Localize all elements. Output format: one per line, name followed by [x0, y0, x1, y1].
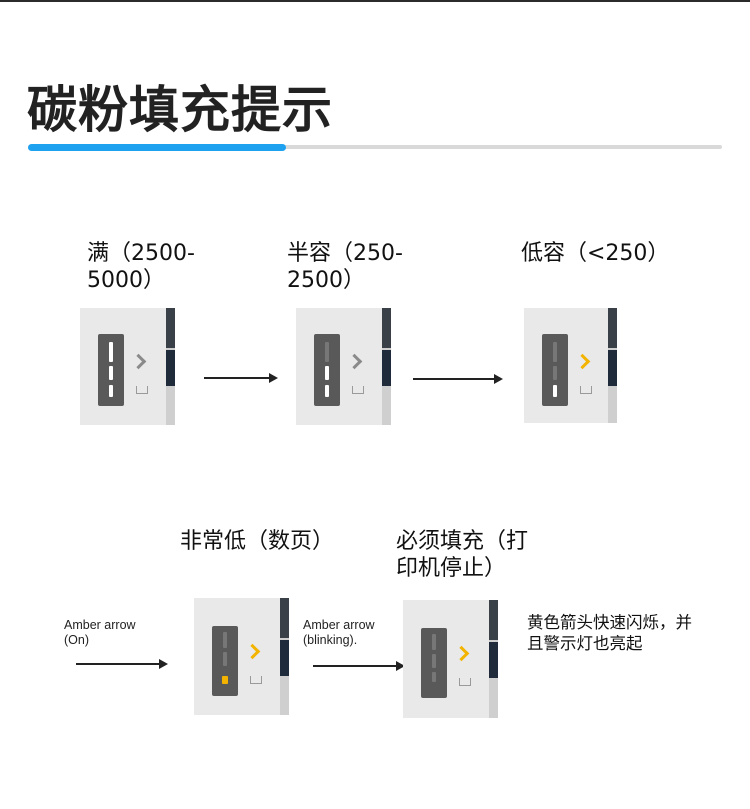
state-label-low: 低容（<250）: [521, 241, 670, 266]
printer-panel-must-refill: [403, 600, 498, 718]
tray-icon: [580, 386, 592, 394]
printer-panel-low: [524, 308, 617, 423]
title-underline-accent: [28, 144, 286, 151]
state-label-must-refill: 必须填充（打印机停止）: [396, 529, 529, 581]
tray-icon: [250, 676, 262, 684]
toner-gauge: [542, 334, 568, 406]
chevron-right-icon: [346, 353, 363, 370]
note-description: 黄色箭头快速闪烁，并且警示灯也亮起: [527, 613, 692, 653]
arrow-right-icon: [313, 661, 405, 671]
toner-gauge: [98, 334, 124, 406]
printer-panel-full: [80, 308, 175, 425]
toner-gauge: [314, 334, 340, 406]
note-amber-blinking: Amber arrow (blinking).: [303, 618, 375, 647]
arrow-right-icon: [413, 374, 503, 384]
tray-icon: [136, 386, 148, 394]
tray-icon: [459, 678, 471, 686]
tray-icon: [352, 386, 364, 394]
arrow-right-icon: [76, 659, 168, 669]
chevron-right-icon: [244, 643, 261, 660]
top-border: [0, 0, 750, 2]
chevron-right-icon: [130, 353, 147, 370]
chevron-right-icon: [453, 645, 470, 662]
chevron-right-icon: [574, 353, 591, 370]
page-title: 碳粉填充提示: [27, 81, 333, 139]
toner-gauge: [212, 626, 238, 696]
printer-panel-very-low: [194, 598, 289, 715]
title-underline: [28, 145, 722, 149]
arrow-right-icon: [204, 373, 278, 383]
toner-gauge: [421, 628, 447, 698]
printer-panel-half: [296, 308, 391, 425]
state-label-full: 满（2500-5000）: [87, 241, 195, 293]
state-label-half: 半容（250-2500）: [287, 241, 403, 293]
note-amber-on: Amber arrow (On): [64, 618, 136, 647]
state-label-very-low: 非常低（数页）: [180, 529, 335, 554]
